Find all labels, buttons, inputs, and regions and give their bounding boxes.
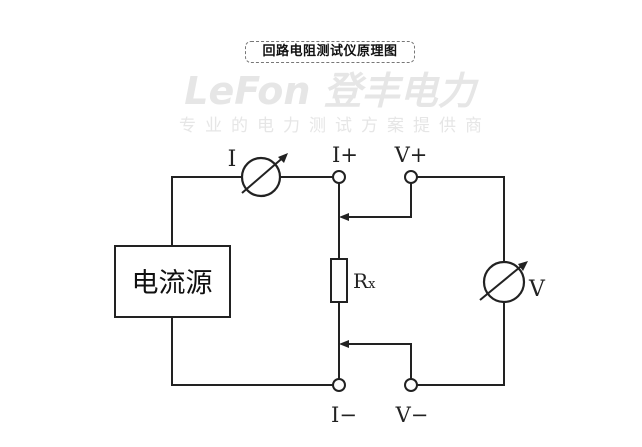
terminal-v-plus <box>404 170 418 184</box>
ammeter-icon <box>240 153 288 198</box>
current-source-label: 电流源 <box>132 268 213 299</box>
current-source-box <box>114 245 231 318</box>
terminal-v-minus <box>404 378 418 392</box>
resistor-rx <box>330 258 348 303</box>
tap-arrow-lower <box>339 340 349 348</box>
wire-source-top <box>171 176 242 246</box>
terminal-label-i-plus: I+ <box>332 143 358 167</box>
wire-vminus-tap <box>345 343 412 379</box>
voltmeter-icon <box>479 260 528 304</box>
diagram-title: 回路电阻测试仪原理图 <box>245 41 415 63</box>
terminal-i-plus <box>332 170 346 184</box>
tap-arrow-upper <box>339 213 349 221</box>
watermark-slogan: 专业的电力测试方案提供商 <box>179 116 491 136</box>
resistor-label: Rx <box>353 269 376 293</box>
terminal-i-minus <box>332 378 346 392</box>
wire-vplus-to-voltmeter <box>417 176 505 262</box>
terminal-label-i-minus: I− <box>331 403 357 427</box>
wire-vplus-tap <box>345 183 412 218</box>
wire-source-bottom <box>171 317 333 386</box>
terminal-label-v-plus: V+ <box>394 143 428 167</box>
watermark-brand: LeFon 登丰电力 <box>184 69 479 113</box>
ammeter-label: I <box>228 147 237 172</box>
voltmeter-label: V <box>528 277 546 302</box>
terminal-label-v-minus: V− <box>395 403 429 427</box>
wire-voltmeter-to-vminus <box>417 302 505 386</box>
